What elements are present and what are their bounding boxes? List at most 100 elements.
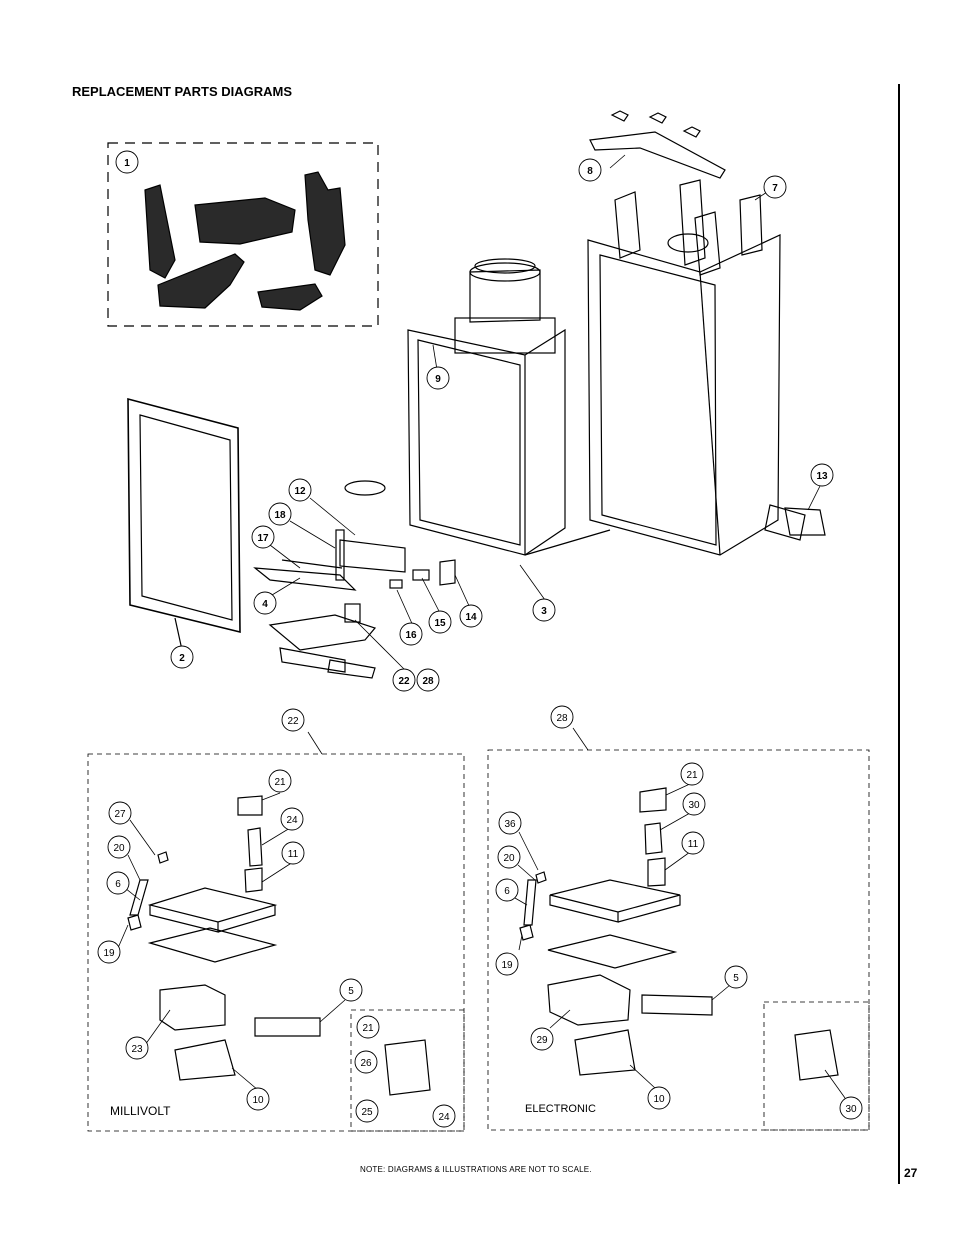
callout-7: 7 xyxy=(763,175,787,199)
callout-bubbles: 1 8 7 9 13 12 18 17 4 2 16 15 14 3 22 28… xyxy=(97,150,863,1128)
svg-text:20: 20 xyxy=(503,853,515,864)
svg-text:19: 19 xyxy=(103,948,115,959)
mv-callout-19: 19 xyxy=(97,940,121,964)
millivolt-inset xyxy=(350,1009,465,1132)
el-callout-30: 30 xyxy=(682,792,706,816)
fittings xyxy=(389,559,456,589)
el-callout-28: 28 xyxy=(550,705,574,729)
svg-text:4: 4 xyxy=(262,599,268,610)
svg-text:1: 1 xyxy=(124,158,130,169)
svg-text:10: 10 xyxy=(252,1095,264,1106)
mv-callout-24b: 24 xyxy=(432,1104,456,1128)
millivolt-parts xyxy=(127,795,431,1096)
callout-16: 16 xyxy=(399,622,423,646)
svg-text:19: 19 xyxy=(501,960,513,971)
svg-text:22: 22 xyxy=(287,716,299,727)
el-callout-6: 6 xyxy=(495,878,519,902)
callout-22: 22 xyxy=(392,668,416,692)
svg-text:30: 30 xyxy=(845,1104,857,1115)
callout-13: 13 xyxy=(810,463,834,487)
svg-text:10: 10 xyxy=(653,1094,665,1105)
svg-text:5: 5 xyxy=(348,986,354,997)
mv-callout-10: 10 xyxy=(246,1087,270,1111)
svg-text:18: 18 xyxy=(274,510,286,521)
callout-12: 12 xyxy=(288,478,312,502)
firebox xyxy=(344,258,611,556)
millivolt-label: MILLIVOLT xyxy=(110,1104,171,1118)
callout-28: 28 xyxy=(416,668,440,692)
glass-door xyxy=(127,397,241,651)
mv-callout-27: 27 xyxy=(108,801,132,825)
el-callout-29: 29 xyxy=(530,1027,554,1051)
mv-callout-24: 24 xyxy=(280,807,304,831)
mv-callout-25: 25 xyxy=(355,1099,379,1123)
svg-text:21: 21 xyxy=(362,1023,374,1034)
svg-text:2: 2 xyxy=(179,653,185,664)
burner-bracket xyxy=(253,529,406,591)
callout-3: 3 xyxy=(532,598,556,622)
svg-text:24: 24 xyxy=(286,815,298,826)
scale-note: NOTE: DIAGRAMS & ILLUSTRATIONS ARE NOT T… xyxy=(360,1165,592,1174)
logs-group-box xyxy=(107,142,379,327)
el-callout-21: 21 xyxy=(680,762,704,786)
callout-15: 15 xyxy=(428,610,452,634)
el-callout-10: 10 xyxy=(647,1086,671,1110)
mv-callout-21b: 21 xyxy=(356,1015,380,1039)
svg-text:12: 12 xyxy=(294,486,306,497)
svg-text:27: 27 xyxy=(114,809,126,820)
callout-2: 2 xyxy=(170,645,194,669)
svg-text:20: 20 xyxy=(113,843,125,854)
svg-text:17: 17 xyxy=(257,533,269,544)
mv-callout-26: 26 xyxy=(354,1050,378,1074)
svg-text:8: 8 xyxy=(587,166,593,177)
millivolt-box xyxy=(87,753,465,1132)
svg-text:13: 13 xyxy=(816,471,828,482)
leader-lines xyxy=(117,154,846,1099)
svg-text:3: 3 xyxy=(541,606,547,617)
mv-callout-20: 20 xyxy=(107,835,131,859)
svg-text:28: 28 xyxy=(556,713,568,724)
el-callout-5: 5 xyxy=(724,965,748,989)
svg-text:24: 24 xyxy=(438,1112,450,1123)
svg-text:30: 30 xyxy=(688,800,700,811)
svg-text:36: 36 xyxy=(504,819,516,830)
callout-4: 4 xyxy=(253,591,277,615)
svg-text:29: 29 xyxy=(536,1035,548,1046)
margin-rule xyxy=(898,84,900,1184)
callout-18: 18 xyxy=(268,502,292,526)
outer-box xyxy=(587,179,826,556)
svg-text:9: 9 xyxy=(435,374,441,385)
mv-callout-23: 23 xyxy=(125,1036,149,1060)
svg-text:11: 11 xyxy=(688,839,699,850)
electronic-label: ELECTRONIC xyxy=(525,1103,596,1115)
svg-text:16: 16 xyxy=(405,630,417,641)
el-callout-11: 11 xyxy=(681,831,705,855)
log-set xyxy=(144,171,346,311)
valve-tray-top xyxy=(268,603,377,679)
mv-callout-22: 22 xyxy=(281,708,305,732)
el-callout-20: 20 xyxy=(497,845,521,869)
svg-text:22: 22 xyxy=(398,676,410,687)
svg-text:28: 28 xyxy=(422,676,434,687)
svg-text:15: 15 xyxy=(434,618,446,629)
el-callout-19: 19 xyxy=(495,952,519,976)
svg-text:26: 26 xyxy=(360,1058,372,1069)
svg-text:21: 21 xyxy=(274,777,286,788)
mv-callout-21: 21 xyxy=(268,769,292,793)
callout-17: 17 xyxy=(251,525,275,549)
mv-callout-5: 5 xyxy=(339,978,363,1002)
mv-callout-11: 11 xyxy=(281,841,305,865)
page-number: 27 xyxy=(904,1166,918,1180)
top-cap xyxy=(589,110,726,179)
svg-text:21: 21 xyxy=(686,770,698,781)
svg-text:5: 5 xyxy=(733,973,739,984)
page-heading: REPLACEMENT PARTS DIAGRAMS xyxy=(72,84,293,99)
svg-text:11: 11 xyxy=(288,849,299,860)
svg-text:6: 6 xyxy=(504,886,510,897)
svg-text:25: 25 xyxy=(361,1107,373,1118)
callout-8: 8 xyxy=(578,158,602,182)
callout-1: 1 xyxy=(115,150,139,174)
mv-callout-6: 6 xyxy=(106,871,130,895)
svg-text:23: 23 xyxy=(131,1044,143,1055)
